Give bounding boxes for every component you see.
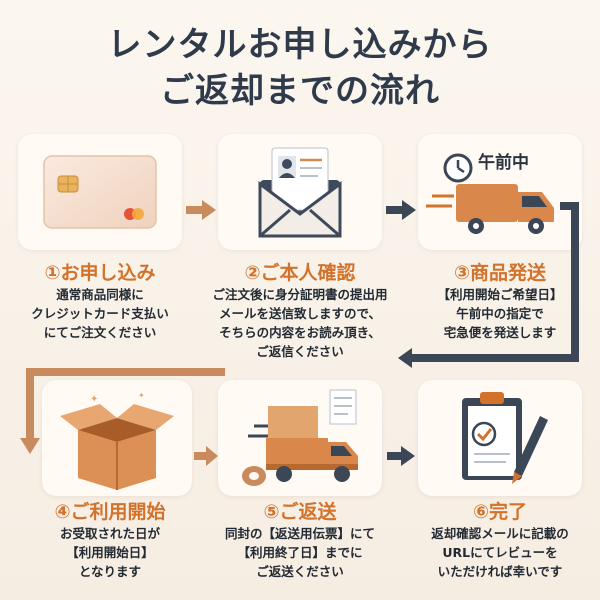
svg-text:✦: ✦ [90, 394, 98, 405]
step5-title: ⑤ご返送 [263, 501, 337, 523]
step6-title: ⑥完了 [472, 501, 528, 523]
clock-time-label: 午前中 [478, 153, 529, 173]
arrow-right-icon [186, 200, 216, 220]
open-box-icon: ✦ ✦ [60, 391, 174, 490]
step4-description: お受取された日が【利用開始日】となります [59, 526, 160, 579]
arrow-right-icon [386, 200, 416, 220]
id-document-envelope-icon [258, 147, 342, 238]
step1-card [18, 134, 182, 250]
arrow-right-icon [194, 446, 218, 466]
title-line-2: ご返却までの流れ [160, 71, 440, 111]
step1-title: ①お申し込み [44, 262, 156, 284]
page-title: レンタルお申し込みから ご返却までの流れ [0, 22, 600, 114]
return-truck-icon [242, 389, 358, 486]
step5-card [218, 380, 382, 496]
step5-description: 同封の【返送用伝票】にて【利用終了日】までにご返送ください [224, 526, 375, 579]
title-line-1: レンタルお申し込みから [107, 25, 493, 65]
delivery-truck-icon [426, 153, 554, 234]
step3-description: 【利用開始ご希望日】午前中の指定で宅急便を発送します [437, 287, 563, 340]
step2-description: ご注文後に身分証明書の提出用メールを送信致しますので、そちらの内容をお読み頂き、… [212, 287, 388, 359]
credit-card-icon [43, 155, 157, 229]
step3-card [418, 134, 582, 250]
step1-description: 通常商品同様にクレジットカード支払いにてご注文ください [31, 287, 169, 340]
clipboard-check-icon [462, 392, 548, 484]
step3-title: ③商品発送 [453, 262, 547, 284]
step2-card [218, 134, 382, 250]
step6-card [418, 380, 582, 496]
svg-text:✦: ✦ [138, 391, 145, 400]
step2-title: ②ご本人確認 [244, 262, 356, 284]
arrow-right-icon [387, 446, 415, 466]
step4-card: ✦ ✦ [42, 380, 192, 496]
step4-title: ④ご利用開始 [54, 501, 166, 523]
